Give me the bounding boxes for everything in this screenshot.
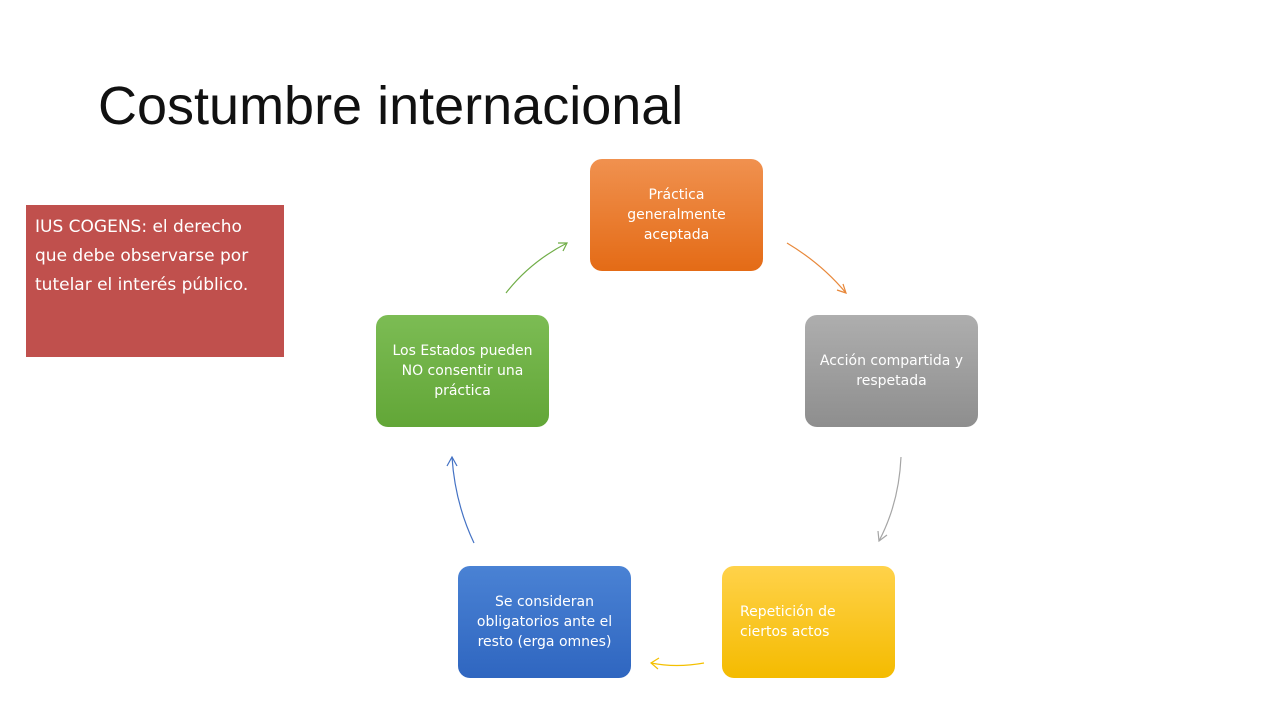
cycle-node-obligatorios-erga-omnes: Se consideran obligatorios ante el resto… (458, 566, 631, 678)
slide-title: Costumbre internacional (98, 76, 684, 136)
note-text: IUS COGENS: el derecho que debe observar… (35, 217, 249, 295)
arrow-obligatorios-to-estados (446, 455, 475, 544)
node-label: Práctica generalmente aceptada (627, 187, 726, 243)
node-label: Repetición de ciertos actos (740, 604, 836, 640)
arrow-accion-to-repeticion (877, 456, 902, 543)
cycle-node-repeticion-actos: Repetición de ciertos actos (722, 566, 895, 678)
ius-cogens-note-box: IUS COGENS: el derecho que debe observar… (26, 205, 284, 357)
node-label: Se consideran obligatorios ante el resto… (476, 594, 613, 650)
cycle-node-accion-compartida: Acción compartida y respetada (805, 315, 978, 427)
cycle-node-estados-no-consentir: Los Estados pueden NO consentir una prác… (376, 315, 549, 427)
node-label: Los Estados pueden NO consentir una prác… (392, 343, 533, 399)
arrow-repeticion-to-obligatorios (649, 657, 705, 670)
node-label: Acción compartida y respetada (819, 353, 964, 389)
arrow-practica-to-accion (786, 242, 847, 294)
arrow-estados-to-practica (505, 242, 568, 294)
cycle-node-practica-aceptada: Práctica generalmente aceptada (590, 159, 763, 271)
